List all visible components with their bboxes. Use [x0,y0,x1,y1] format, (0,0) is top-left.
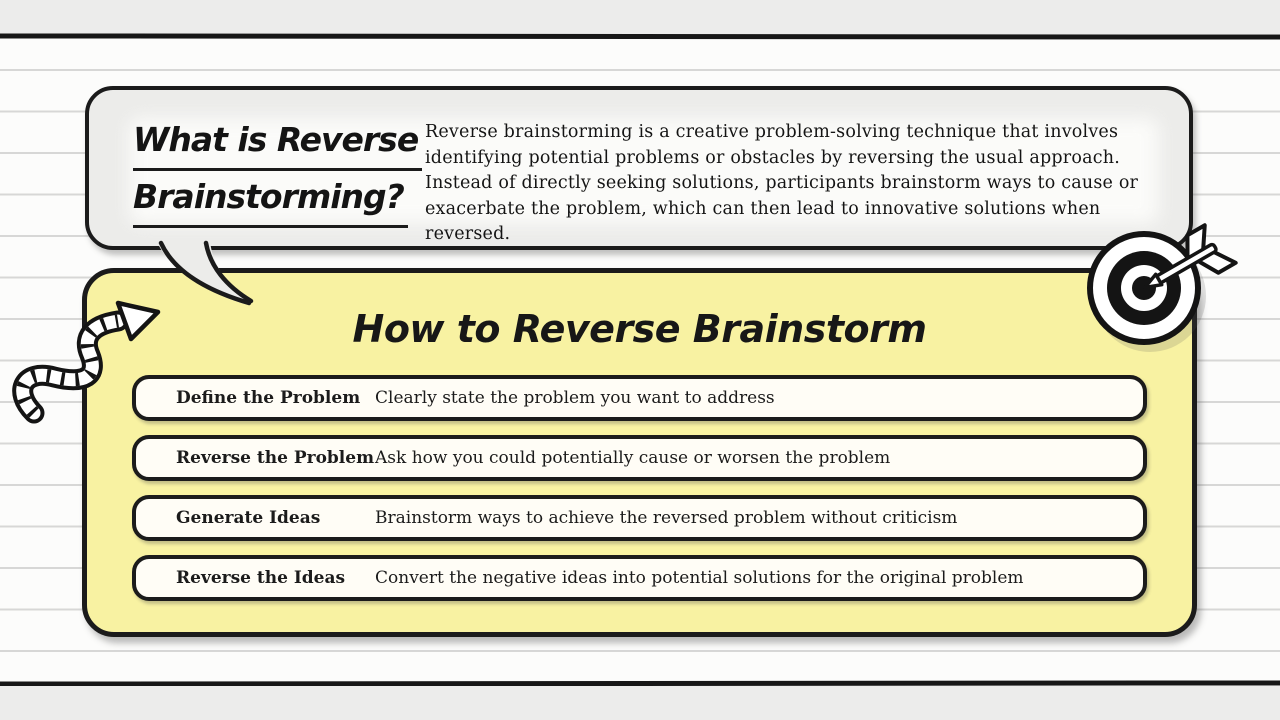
how-to-panel: How to Reverse Brainstorm Define the Pro… [82,268,1197,637]
bubble-heading-line1: What is Reverse [133,114,423,171]
step-description: Brainstorm ways to achieve the reversed … [375,508,958,528]
bubble-highlight [129,118,1159,224]
step-description: Convert the negative ideas into potentia… [375,568,1024,588]
step-description: Clearly state the problem you want to ad… [375,388,775,408]
top-border-band [0,0,1280,34]
squiggly-arrow-icon [12,300,161,424]
step-label: Reverse the Ideas [176,568,346,588]
bubble-body-text: Reverse brainstorming is a creative prob… [425,122,1139,244]
bubble-heading: What is Reverse Brainstorming? [89,90,425,246]
target-dart-icon [1087,223,1238,352]
step-row-generate-ideas: Generate Ideas Brainstorm ways to achiev… [132,495,1147,541]
speech-bubble-tail-icon [158,240,254,306]
step-label: Generate Ideas [176,508,321,528]
step-row-reverse-problem: Reverse the Problem Ask how you could po… [132,435,1147,481]
step-description: Ask how you could potentially cause or w… [375,448,891,468]
step-row-reverse-ideas: Reverse the Ideas Convert the negative i… [132,555,1147,601]
bubble-heading-line2: Brainstorming? [133,171,408,228]
step-row-define-problem: Define the Problem Clearly state the pro… [132,375,1147,421]
step-label: Define the Problem [176,388,361,408]
bottom-border-band [0,686,1280,720]
how-to-title: How to Reverse Brainstorm [352,307,927,351]
step-label: Reverse the Problem [176,448,375,468]
speech-bubble: What is Reverse Brainstorming? Reverse b… [85,86,1193,250]
top-ink-line [0,33,1280,40]
steps-list: Define the Problem Clearly state the pro… [132,375,1147,601]
